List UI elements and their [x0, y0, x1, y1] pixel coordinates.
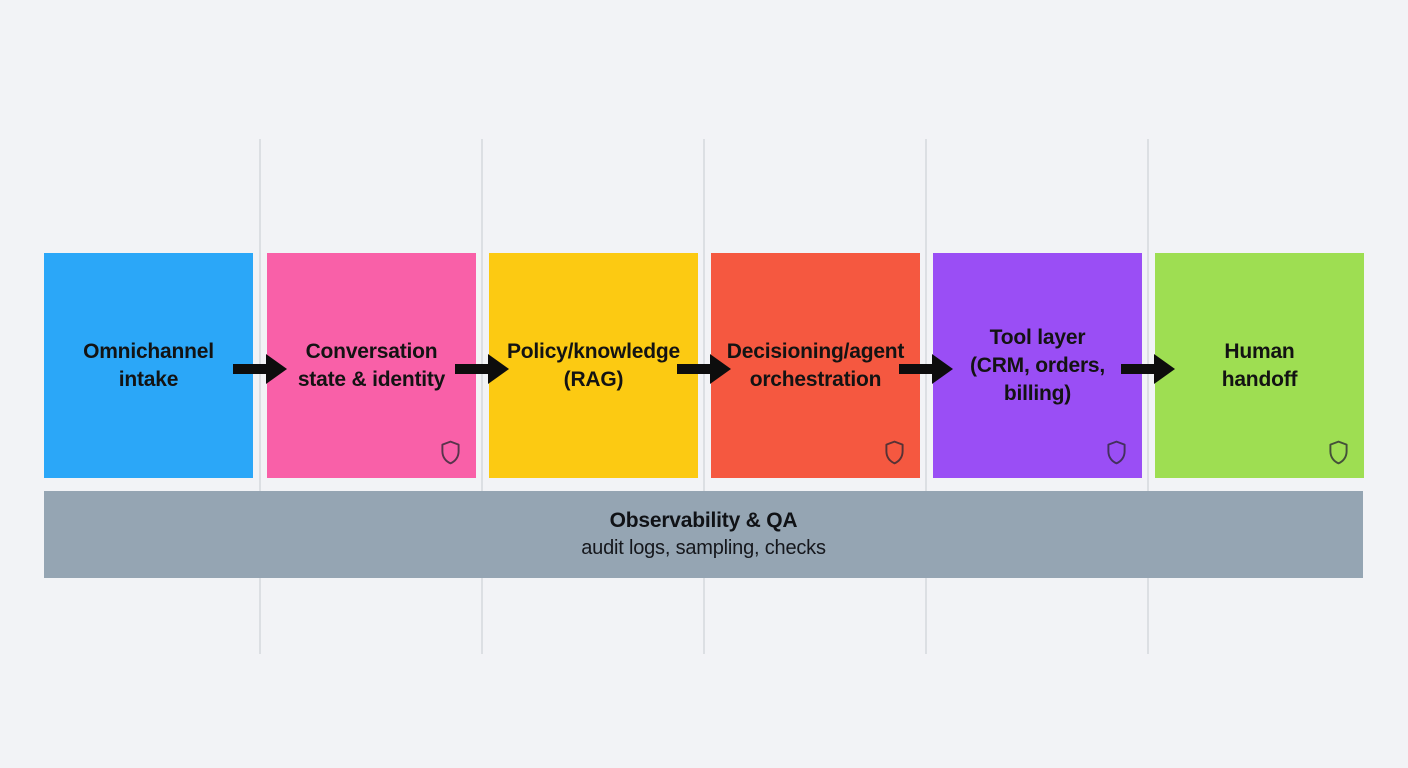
flow-arrow-icon: [899, 354, 953, 384]
stage-label: Omnichannel intake: [83, 339, 214, 391]
shield-icon: [1325, 437, 1352, 468]
column-separator-line: [259, 139, 261, 654]
stage-label: Tool layer (CRM, orders, billing): [969, 325, 1106, 405]
shield-icon: [881, 437, 908, 468]
flow-arrow-icon: [677, 354, 731, 384]
observability-bar-title: Observability & QA: [609, 509, 798, 532]
shield-icon: [1103, 437, 1130, 468]
stage-label: Policy/knowledge (RAG): [506, 339, 680, 391]
stage-box-human-handoff: Human handoff: [1155, 253, 1364, 478]
observability-bar-subtitle: audit logs, sampling, checks: [581, 537, 826, 559]
stage-box-policy-knowledge-rag: Policy/knowledge (RAG): [489, 253, 698, 478]
stage-label: Human handoff: [1221, 339, 1298, 391]
column-separator-line: [703, 139, 705, 654]
stage-box-decisioning-agent-orchestration: Decisioning/agent orchestration: [711, 253, 920, 478]
stage-label: Conversation state & identity: [297, 339, 446, 391]
flow-arrow-icon: [455, 354, 509, 384]
stage-label: Decisioning/agent orchestration: [726, 339, 905, 391]
column-separator-line: [481, 139, 483, 654]
stage-box-tool-layer: Tool layer (CRM, orders, billing): [933, 253, 1142, 478]
stage-box-conversation-state-identity: Conversation state & identity: [267, 253, 476, 478]
observability-bar: Observability & QA audit logs, sampling,…: [44, 491, 1363, 578]
column-separator-line: [925, 139, 927, 654]
flow-arrow-icon: [233, 354, 287, 384]
column-separator-line: [1147, 139, 1149, 654]
stage-box-omnichannel-intake: Omnichannel intake: [44, 253, 253, 478]
shield-icon: [437, 437, 464, 468]
flow-arrow-icon: [1121, 354, 1175, 384]
